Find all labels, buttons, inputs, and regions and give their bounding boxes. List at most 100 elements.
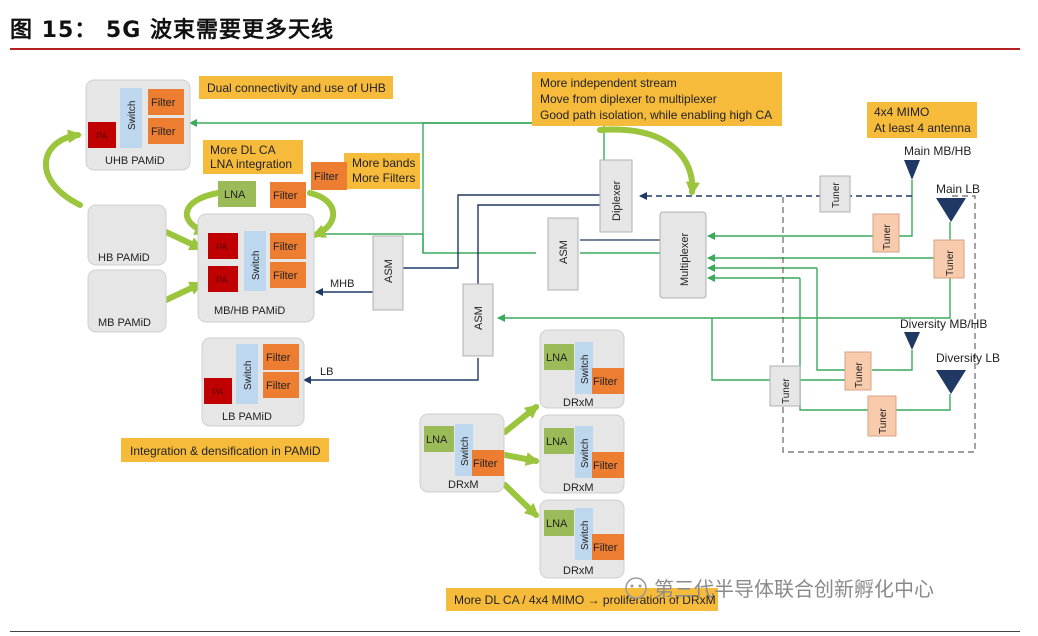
note-dlca: More DL CA LNA integration [203, 140, 303, 174]
pa-block [208, 266, 238, 292]
svg-text:Integration & densification in: Integration & densification in PAMiD [130, 444, 321, 458]
antenna-icon [936, 370, 966, 394]
flow-arrows [43, 126, 700, 518]
svg-text:Main LB: Main LB [936, 182, 980, 196]
module-label: MB/HB PAMiD [214, 305, 285, 317]
note-stream: More independent stream Move from diplex… [532, 72, 782, 126]
line-diplexer-asm2 [477, 204, 604, 284]
note-uhb: Dual connectivity and use of UHB [199, 76, 393, 99]
svg-text:MB PAMiD: MB PAMiD [98, 317, 151, 329]
module-hb-pamid: HB PAMiD [87, 204, 167, 266]
antenna-icon [936, 198, 966, 222]
tuner-left-lower: Tuner [769, 365, 801, 407]
line-main-mbhb-tuner [898, 180, 913, 237]
antenna-icon [904, 160, 920, 180]
module-label: DRxM [563, 565, 594, 577]
svg-text:Move from diplexer to multiple: Move from diplexer to multiplexer [540, 92, 717, 106]
svg-text:Filter: Filter [266, 380, 291, 392]
antenna-icon [904, 332, 920, 350]
svg-text:More DL CA: More DL CA [210, 143, 276, 157]
module-mb-pamid: MB PAMiD [87, 269, 167, 333]
svg-text:Dual connectivity and use of U: Dual connectivity and use of UHB [207, 81, 386, 95]
filter-more-bands: Filter [311, 162, 347, 190]
filter-standalone: Filter [270, 182, 306, 208]
flow-arrow-mb-to-mbhb [163, 281, 204, 303]
note-integration: Integration & densification in PAMiD [121, 438, 329, 462]
svg-text:ASM: ASM [383, 259, 395, 283]
svg-text:More bands: More bands [352, 156, 415, 170]
svg-text:Switch: Switch [243, 361, 254, 390]
svg-text:More Filters: More Filters [352, 171, 415, 185]
svg-text:ASM: ASM [473, 306, 485, 330]
module-lb-pamid: PA Switch Filter Filter LB PAMiD [201, 337, 305, 427]
svg-text:PA: PA [212, 387, 223, 397]
asm-block-left: ASM [372, 235, 404, 311]
filter-block [270, 233, 306, 259]
flow-arrow-drxm-2 [502, 452, 540, 466]
antenna-div-lb: Diversity LB [936, 351, 1000, 394]
svg-text:Filter: Filter [593, 542, 618, 554]
filter-block [472, 450, 504, 476]
line-div-to-drx [711, 318, 845, 381]
svg-text:Switch: Switch [460, 437, 471, 466]
note-drxm: More DL CA / 4x4 MIMO → proliferation of… [446, 588, 718, 611]
svg-text:Tuner: Tuner [878, 408, 889, 434]
pa-block [208, 233, 238, 259]
filter-block [592, 452, 624, 478]
line-tuner-loop-a [816, 268, 845, 371]
svg-text:LNA: LNA [546, 518, 568, 530]
svg-text:Tuner: Tuner [882, 224, 893, 250]
svg-text:Diversity LB: Diversity LB [936, 351, 1000, 365]
flow-arrow-drxm-1 [502, 404, 540, 435]
drxm-3: LNA Switch Filter DRxM [539, 499, 625, 579]
connection-lines [189, 119, 976, 453]
svg-text:LNA: LNA [546, 352, 568, 364]
svg-text:PA: PA [216, 242, 227, 252]
signal-label-mhb: MHB [330, 278, 354, 290]
svg-text:Diplexer: Diplexer [611, 180, 623, 221]
line-tuner-loop-b [799, 278, 868, 411]
line-asm-lb [303, 358, 479, 384]
svg-text:Main MB/HB: Main MB/HB [904, 144, 971, 158]
tuner-div-mbhb: Tuner [844, 351, 872, 391]
svg-text:Filter: Filter [314, 171, 339, 183]
module-label: DRxM [563, 397, 594, 409]
line-asm-to-mbhb [315, 230, 536, 254]
svg-text:Filter: Filter [266, 352, 291, 364]
switch-block [575, 508, 593, 560]
svg-text:PA: PA [96, 131, 107, 141]
tuner-div-lb: Tuner [867, 395, 897, 437]
switch-block [575, 426, 593, 478]
footer-rule [10, 631, 1020, 632]
module-label: LB PAMiD [222, 411, 272, 423]
dash-loop [782, 195, 976, 453]
filter-block [592, 368, 624, 394]
watermark: 第三代半导体联合创新孵化中心 [625, 577, 934, 601]
antenna-div-mbhb: Diversity MB/HB [900, 317, 987, 350]
filter-block [263, 372, 299, 398]
antenna-main-mbhb: Main MB/HB [904, 144, 971, 180]
svg-text:Tuner: Tuner [945, 250, 956, 276]
svg-text:LNA integration: LNA integration [210, 157, 292, 171]
multiplexer-block: Multiplexer [659, 211, 707, 299]
line-div-lb [896, 394, 951, 411]
svg-text:LNA: LNA [426, 434, 448, 446]
svg-text:Tuner: Tuner [781, 378, 792, 404]
wechat-icon [625, 577, 647, 599]
tuner-main-mbhb: Tuner [872, 213, 900, 253]
switch-block [244, 231, 266, 291]
switch-block [575, 342, 593, 394]
tuner-main-lb: Tuner [933, 239, 965, 279]
svg-text:PA: PA [216, 275, 227, 285]
svg-text:Filter: Filter [151, 97, 176, 109]
svg-text:Tuner: Tuner [854, 362, 865, 388]
svg-text:Filter: Filter [593, 376, 618, 388]
diplexer-block: Diplexer [599, 159, 633, 233]
svg-text:Filter: Filter [273, 241, 298, 253]
switch-block [236, 344, 258, 404]
filter-block [148, 89, 184, 115]
header-rule [10, 48, 1020, 50]
drxm-source: LNA Switch Filter DRxM [419, 413, 505, 493]
svg-text:Filter: Filter [151, 126, 176, 138]
